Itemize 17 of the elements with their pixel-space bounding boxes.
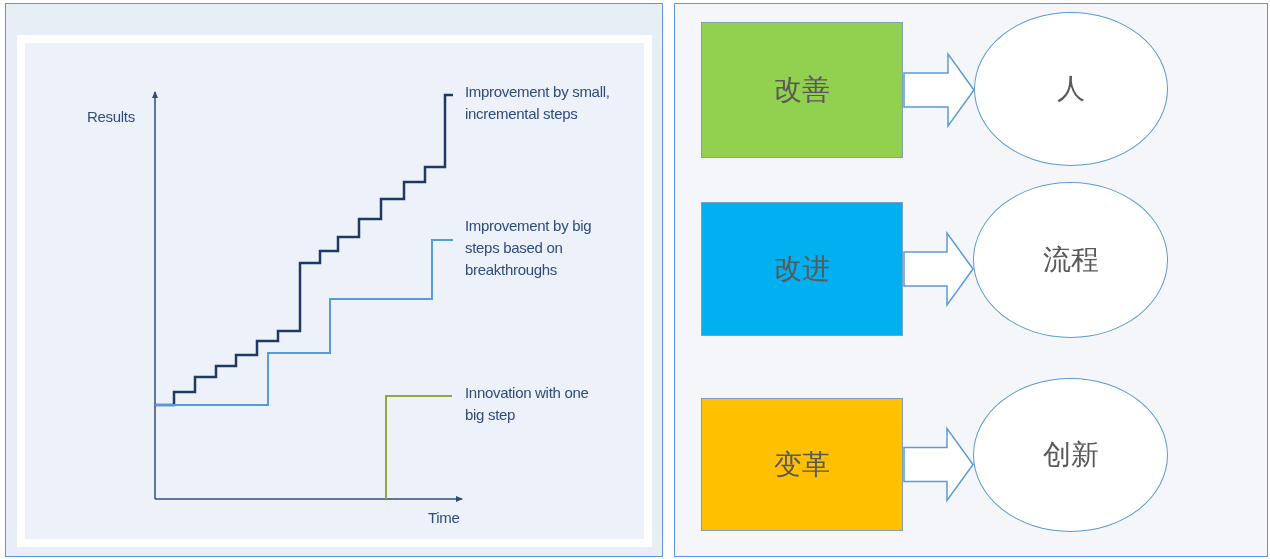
axis-label: Time [428, 508, 461, 528]
process-box [701, 202, 903, 336]
process-box [701, 22, 903, 158]
node-text: 流程 [1042, 242, 1099, 278]
node-text: 改善 [774, 72, 830, 108]
block-arrow [903, 426, 974, 503]
node-text: 创新 [1042, 437, 1099, 473]
line-label: Improvement by big steps based on breakthroughs [465, 216, 593, 280]
node-text: 人 [1057, 71, 1085, 107]
node-text: 变革 [774, 446, 830, 483]
process-box [701, 398, 903, 531]
line-label: Innovation with one big step [465, 383, 590, 425]
node-text: 改进 [774, 251, 830, 287]
block-arrow [903, 51, 975, 129]
block-arrow [903, 230, 974, 308]
axis-label: Results [87, 107, 136, 127]
line-label: Improvement by small, incremental steps [465, 82, 611, 124]
